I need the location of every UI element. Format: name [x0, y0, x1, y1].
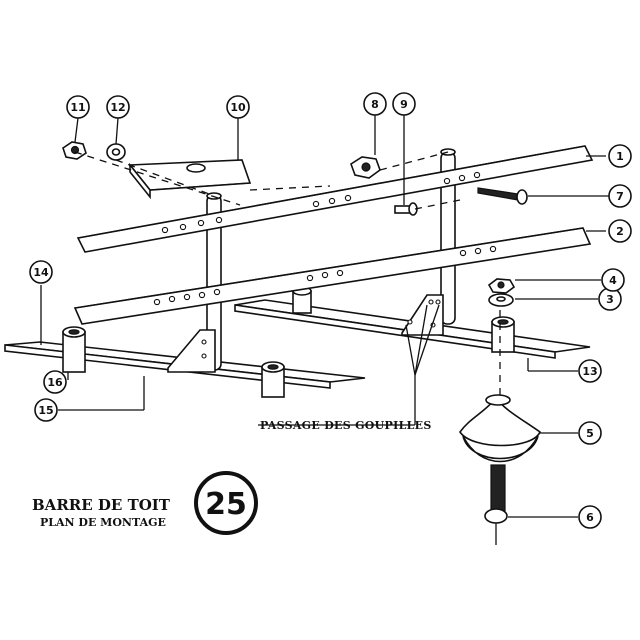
spacer-tube-rear-right — [491, 316, 515, 353]
upper-roof-bar — [76, 145, 594, 253]
spacer-tube-front-left — [62, 326, 86, 373]
front-mount-bracket — [167, 329, 216, 373]
callout-7-label: 7 — [616, 190, 624, 203]
pin-passage-label: PASSAGE DES GOUPILLES — [260, 419, 432, 432]
callout-10: 10 — [226, 95, 250, 119]
callout-9-label: 9 — [400, 98, 408, 111]
hex-nut-11 — [62, 141, 87, 160]
callout-9: 9 — [392, 92, 416, 116]
upper-bar-holes — [161, 171, 481, 234]
callout-16-label: 16 — [47, 376, 63, 389]
bolt-9 — [394, 202, 418, 216]
suction-foot — [459, 394, 542, 463]
callout-16: 16 — [43, 370, 67, 394]
callout-1-label: 1 — [616, 150, 624, 163]
page-number: 25 — [205, 487, 247, 522]
callout-14-label: 14 — [33, 266, 49, 279]
callout-13-label: 13 — [582, 365, 597, 378]
callout-15: 15 — [34, 398, 58, 422]
callout-2-label: 2 — [616, 225, 624, 238]
callout-11-label: 11 — [70, 101, 85, 114]
callout-6: 6 — [578, 505, 602, 529]
nut-4 — [487, 278, 516, 294]
callout-6-label: 6 — [586, 511, 594, 524]
washer-12 — [106, 143, 126, 161]
callout-7: 7 — [608, 184, 632, 208]
threaded-bolt-7 — [477, 187, 528, 205]
callout-15-label: 15 — [38, 404, 53, 417]
spacer-tube-front-right — [261, 361, 285, 398]
callout-4: 4 — [601, 268, 625, 292]
callout-5-label: 5 — [586, 427, 594, 440]
callout-12: 12 — [106, 95, 130, 119]
callout-leaders — [40, 115, 609, 518]
foot-cap — [484, 508, 508, 524]
callout-10-label: 10 — [230, 101, 246, 114]
callout-3-label: 3 — [606, 293, 614, 306]
callout-12-label: 12 — [110, 101, 125, 114]
callout-13: 13 — [578, 359, 602, 383]
diagram-title: BARRE DE TOIT — [32, 496, 171, 514]
callout-1: 1 — [608, 144, 632, 168]
top-mounting-plate — [128, 159, 252, 200]
lower-bar-holes — [153, 245, 497, 306]
callout-8: 8 — [363, 92, 387, 116]
callout-8-label: 8 — [371, 98, 379, 111]
page-number-badge: 25 — [194, 471, 258, 535]
callout-2: 2 — [608, 219, 632, 243]
washer-3 — [488, 293, 514, 307]
hex-nut-8 — [350, 156, 381, 179]
diagram-subtitle: PLAN DE MONTAGE — [40, 516, 166, 529]
callout-14: 14 — [29, 260, 53, 284]
callout-5: 5 — [578, 421, 602, 445]
lower-roof-bar — [73, 227, 592, 325]
callout-4-label: 4 — [609, 274, 617, 287]
assembly-guides — [74, 151, 461, 210]
callout-11: 11 — [66, 95, 90, 119]
pin-passage-pointers — [258, 304, 440, 426]
